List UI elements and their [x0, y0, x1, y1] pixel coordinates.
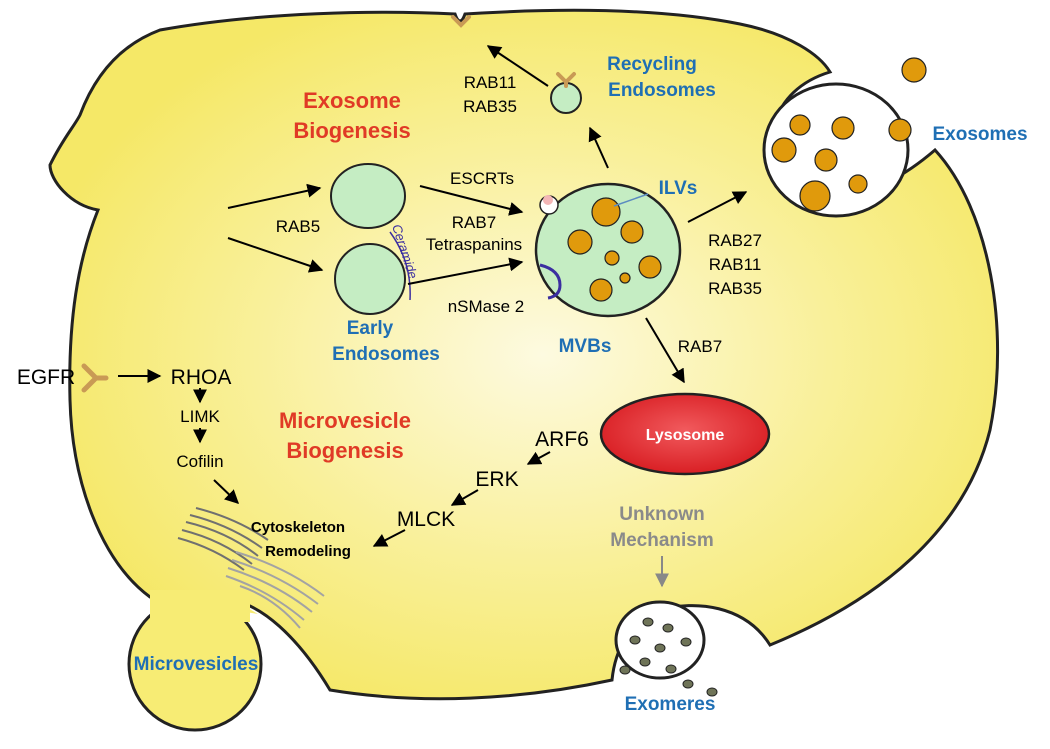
rab11-right-label: RAB11	[709, 255, 762, 274]
early-endosomes-label-2: Endosomes	[332, 344, 440, 365]
ilvs-label: ILVs	[659, 178, 698, 199]
recycling-endosomes-label-2: Endosomes	[608, 80, 716, 101]
cytoskeleton-filaments	[177, 507, 269, 571]
membrane-receptor	[451, 15, 471, 28]
pathway-arrows	[118, 45, 748, 588]
exomere-particles	[619, 617, 718, 697]
lysosome	[599, 392, 771, 476]
recycling-receptor	[556, 72, 576, 88]
exosomes-label: Exosomes	[932, 124, 1027, 145]
mlck-label: MLCK	[397, 508, 455, 531]
cell-membrane	[48, 8, 1000, 701]
unknown-mechanism-label: Unknown	[619, 504, 705, 525]
nsmase2-label: nSMase 2	[448, 297, 525, 316]
cytoskeleton-label-2: Remodeling	[265, 543, 351, 560]
early-endosome-top	[330, 163, 406, 229]
rhoa-label: RHOA	[171, 366, 232, 389]
exosome-particles	[771, 57, 927, 212]
ilv-particles	[567, 197, 662, 302]
arf6-label: ARF6	[535, 428, 589, 451]
erk-label: ERK	[475, 468, 518, 491]
egfr-label: EGFR	[17, 366, 75, 389]
mvb	[534, 182, 682, 318]
exomeres-label: Exomeres	[625, 694, 716, 715]
exosome-biogenesis-title: Exosome	[303, 88, 401, 113]
tetraspanins-label: Tetraspanins	[426, 235, 522, 254]
cytoskeleton-label: Cytoskeleton	[251, 519, 345, 536]
lysosome-label: Lysosome	[646, 427, 725, 444]
rab7-mid-label: RAB7	[452, 213, 496, 232]
unknown-mechanism-label-2: Mechanism	[610, 530, 713, 551]
exomere-release-pocket	[614, 600, 706, 680]
limk-label: LIMK	[180, 407, 220, 426]
rab27-label: RAB27	[708, 231, 762, 250]
cofilin-label: Cofilin	[176, 452, 223, 471]
early-endosome-bottom	[334, 243, 406, 315]
rab35-right-label: RAB35	[708, 279, 762, 298]
mvbs-label: MVBs	[559, 336, 612, 357]
early-endosomes-label: Early	[347, 318, 394, 339]
recycling-endosomes-label: Recycling	[607, 54, 697, 75]
microvesicles-label: Microvesicles	[134, 654, 259, 675]
microvesicle-biogenesis-title: Microvesicle	[279, 408, 411, 433]
rab7-lower-label: RAB7	[678, 337, 722, 356]
rab11-top-label: RAB11	[464, 73, 517, 92]
exosome-biogenesis-title-2: Biogenesis	[293, 118, 410, 143]
rab5-label: RAB5	[276, 217, 320, 236]
microvesicle-biogenesis-title-2: Biogenesis	[286, 438, 403, 463]
escrts-label: ESCRTs	[450, 169, 514, 188]
egfr-receptor-icon	[81, 363, 109, 393]
rab35-top-label: RAB35	[463, 97, 517, 116]
cortical-filaments	[225, 551, 325, 629]
mvb-inward-budding	[539, 263, 562, 300]
